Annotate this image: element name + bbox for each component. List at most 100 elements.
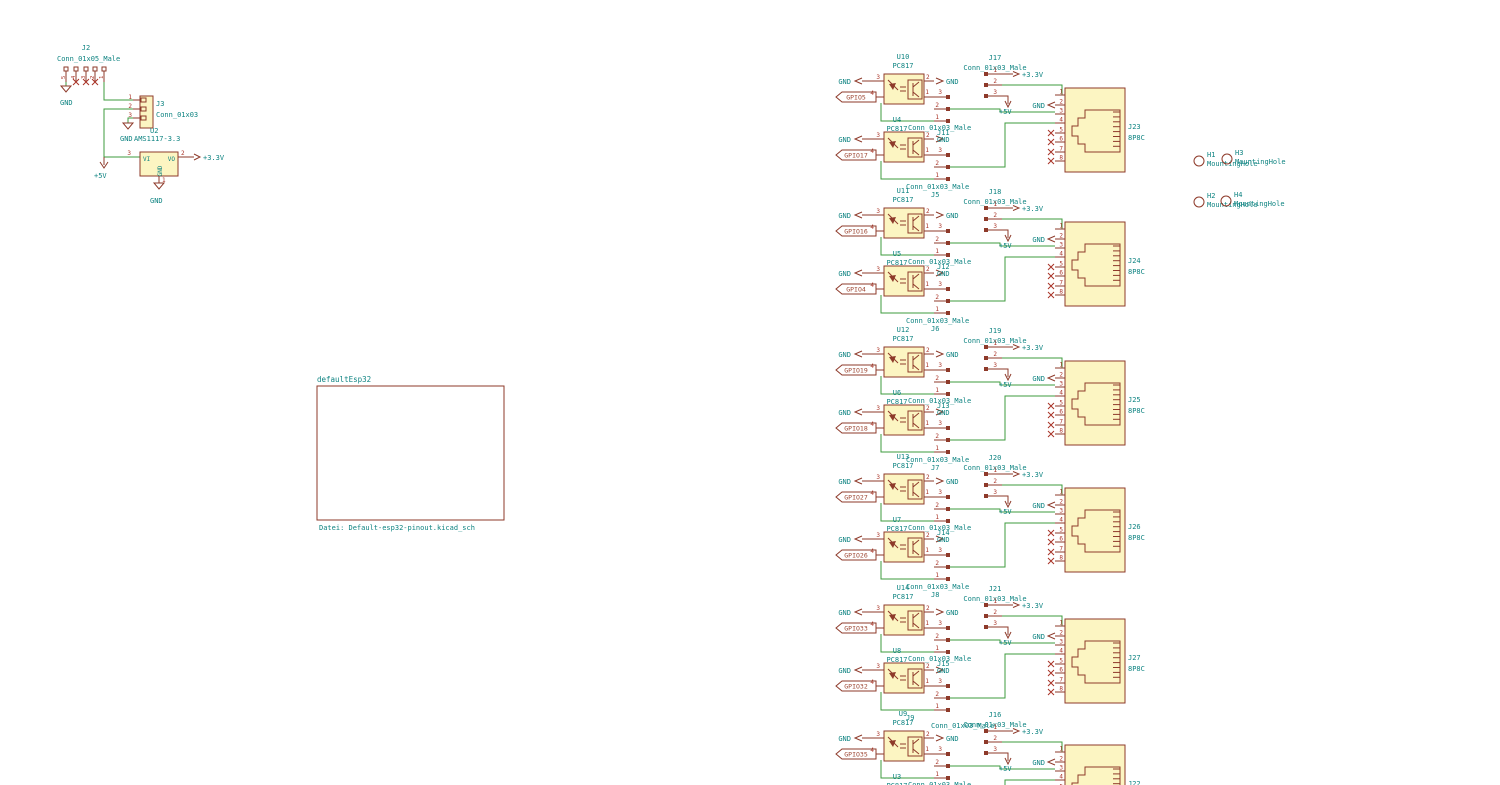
hier-label-gpio[interactable]: GPIO33 xyxy=(835,622,877,634)
wire[interactable] xyxy=(1002,84,1063,96)
regulator-body[interactable] xyxy=(139,151,179,177)
jack-body[interactable] xyxy=(1064,618,1126,704)
wire[interactable] xyxy=(950,779,1055,785)
hier-label-gpio[interactable]: GPIO27 xyxy=(835,491,877,503)
wire[interactable] xyxy=(950,242,1055,247)
hier-label-gpio[interactable]: GPIO19 xyxy=(835,364,877,376)
wire[interactable] xyxy=(1002,357,1063,369)
hier-label-gpio[interactable]: GPIO5 xyxy=(835,91,877,103)
hier-label-gpio[interactable]: GPIO26 xyxy=(835,549,877,561)
wire[interactable] xyxy=(1002,615,1063,627)
opto-body[interactable] xyxy=(883,531,925,563)
sheet-outline[interactable] xyxy=(316,385,505,521)
hier-label-outline[interactable] xyxy=(835,680,877,692)
hier-label-outline[interactable] xyxy=(835,225,877,237)
jack-body[interactable] xyxy=(1064,360,1126,446)
rj45-jack[interactable]: 12345678GNDJ228P8C xyxy=(1032,744,1145,785)
wire[interactable] xyxy=(103,82,133,101)
wire[interactable] xyxy=(880,161,934,180)
hier-label-outline[interactable] xyxy=(835,748,877,760)
wire[interactable] xyxy=(950,653,1055,699)
hier-label-outline[interactable] xyxy=(835,622,877,634)
jack-body[interactable] xyxy=(1064,87,1126,173)
hier-label-gpio[interactable]: GPIO32 xyxy=(835,680,877,692)
hier-label-gpio[interactable]: GPIO18 xyxy=(835,422,877,434)
hier-label-outline[interactable] xyxy=(835,364,877,376)
wire[interactable] xyxy=(880,376,934,395)
wire[interactable] xyxy=(880,760,934,779)
wire[interactable] xyxy=(880,561,934,580)
wire[interactable] xyxy=(880,503,934,522)
wire[interactable] xyxy=(880,237,934,256)
hier-label-outline[interactable] xyxy=(835,491,877,503)
wire[interactable] xyxy=(1002,218,1063,230)
hier-label-outline[interactable] xyxy=(835,422,877,434)
wire[interactable] xyxy=(1002,484,1063,496)
connector-j3[interactable]: 1 2 3 J3 Conn_01x03 GND xyxy=(120,94,198,143)
wire[interactable] xyxy=(950,522,1055,568)
jack-body[interactable] xyxy=(1064,221,1126,307)
wire[interactable] xyxy=(880,634,934,653)
wire[interactable] xyxy=(880,692,934,711)
wire[interactable] xyxy=(950,395,1055,441)
hier-label-gpio[interactable]: GPIO16 xyxy=(835,225,877,237)
wire[interactable] xyxy=(950,508,1055,513)
mounting-hole-icon[interactable] xyxy=(1220,195,1232,207)
hier-label-gpio[interactable]: GPIO35 xyxy=(835,748,877,760)
mounting-hole-icon[interactable] xyxy=(1193,196,1205,208)
wire[interactable] xyxy=(103,108,140,158)
opto-body[interactable] xyxy=(883,346,925,378)
wire[interactable] xyxy=(950,256,1055,302)
wire[interactable] xyxy=(950,381,1055,386)
wire[interactable] xyxy=(950,639,1055,644)
regulator-u2[interactable]: U2 AMS1117-3.3 VI VO GND 3 2 +3.3V 1 GND… xyxy=(94,127,225,205)
wire[interactable] xyxy=(1002,741,1063,753)
hier-label-gpio[interactable]: GPIO17 xyxy=(835,149,877,161)
wires-left[interactable] xyxy=(103,82,140,158)
wire[interactable] xyxy=(127,117,133,123)
hier-label-outline[interactable] xyxy=(835,283,877,295)
jack-body[interactable] xyxy=(1064,487,1126,573)
hier-label-outline[interactable] xyxy=(835,549,877,561)
hier-label-outline[interactable] xyxy=(835,149,877,161)
wire[interactable] xyxy=(950,765,1055,770)
hier-label-gpio[interactable]: GPIO4 xyxy=(835,283,877,295)
mounting-hole-icon[interactable] xyxy=(1221,153,1233,165)
hier-label-outline[interactable] xyxy=(835,91,877,103)
wire[interactable] xyxy=(880,434,934,453)
hier-sheet-esp32[interactable]: defaultEsp32 Datei: Default-esp32-pinout… xyxy=(316,375,505,532)
mounting-hole-icon[interactable] xyxy=(1193,155,1205,167)
opto-body[interactable] xyxy=(883,404,925,436)
wire[interactable] xyxy=(880,295,934,314)
wire[interactable] xyxy=(880,103,934,122)
wire[interactable] xyxy=(950,122,1055,168)
